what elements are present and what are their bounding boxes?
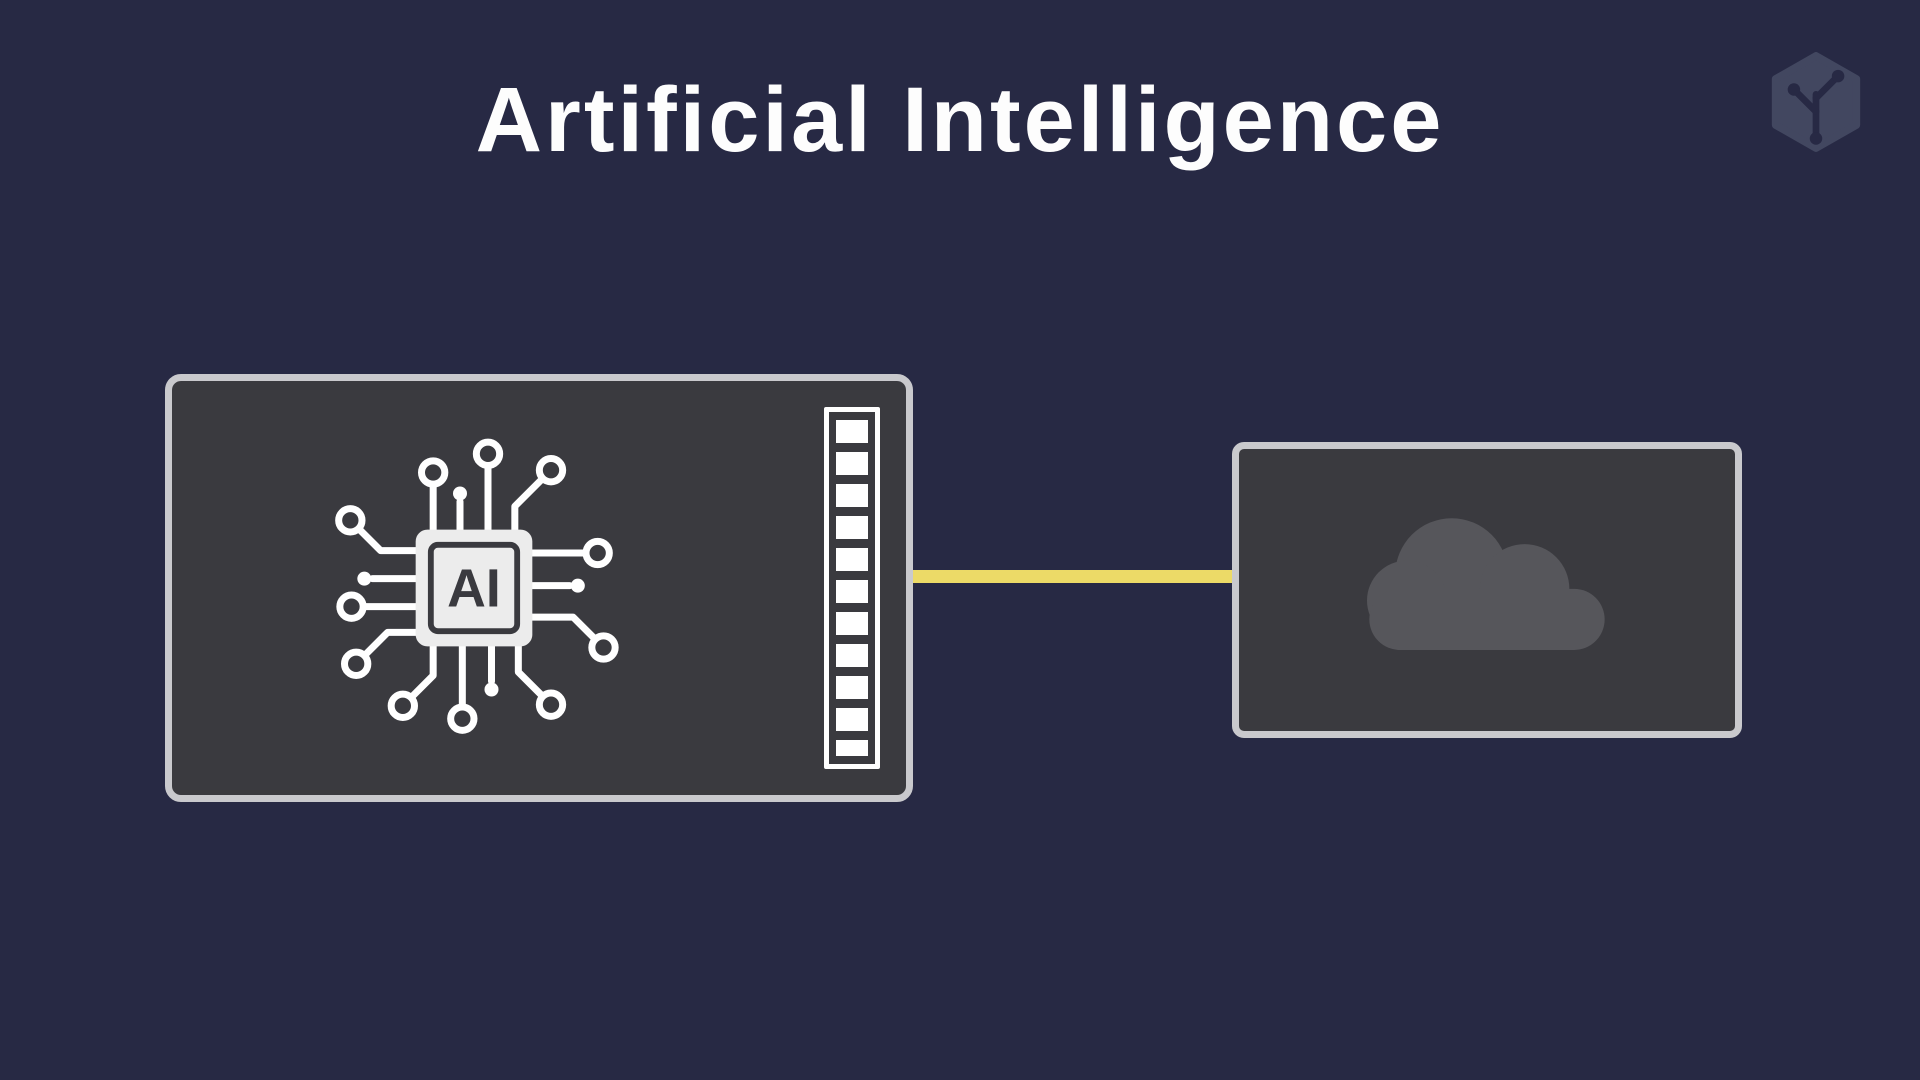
port-strip-icon [824, 407, 880, 769]
cloud-icon [1367, 518, 1605, 650]
ai-chip-icon: AI [335, 438, 619, 734]
ai-chip-label: AI [447, 559, 501, 619]
page-title: Artificial Intelligence [475, 69, 1445, 171]
ai-machine-panel: AI [165, 374, 913, 802]
brand-logo-icon [1771, 52, 1861, 152]
cloud-panel [1232, 442, 1742, 738]
port-strip-segments [836, 420, 868, 756]
connection-line [908, 570, 1238, 583]
